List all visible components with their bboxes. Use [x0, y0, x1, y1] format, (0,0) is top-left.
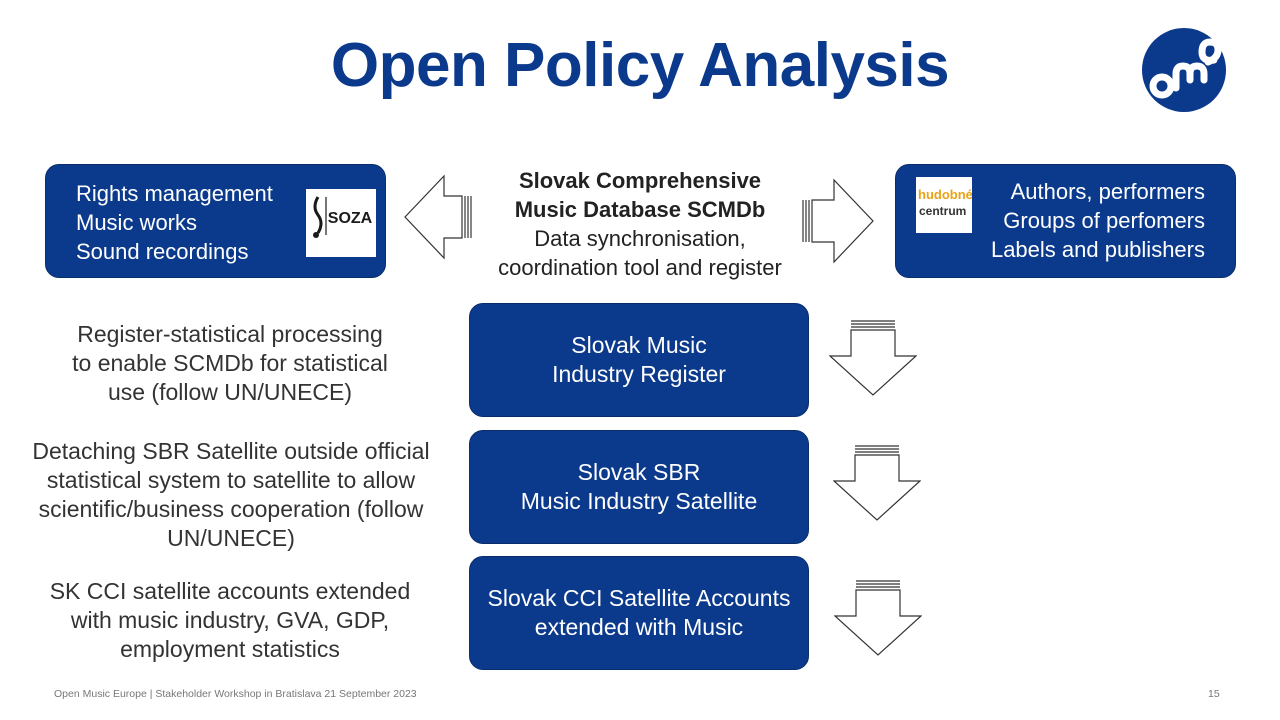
mid-box-line: Music Industry Satellite [520, 488, 758, 514]
footer-text: Open Music Europe | Stakeholder Workshop… [54, 688, 417, 700]
mid-box-line: Slovak Music [571, 332, 707, 358]
scmdb-desc-line3: Data synchronisation, [534, 226, 746, 251]
sbr-satellite-box: Slovak SBR Music Industry Satellite [469, 430, 809, 544]
arrow-left-icon [404, 174, 472, 260]
arrow-down-icon [833, 445, 921, 521]
rights-management-lines: Rights management Music works Sound reco… [76, 179, 273, 266]
soza-logo-text: SOZA [328, 210, 373, 227]
slide-title: Open Policy Analysis [330, 31, 950, 100]
mid-box-line: extended with Music [534, 614, 744, 640]
music-industry-register-box: Slovak Music Industry Register [469, 303, 809, 417]
mid-box-line: Slovak SBR [577, 459, 701, 485]
side-text-line: use (follow UN/UNECE) [107, 379, 353, 405]
side-text-line: UN/UNECE) [167, 525, 295, 551]
ome-logo-icon [1142, 28, 1226, 112]
side-text-line: Register-statistical processing [77, 321, 383, 347]
scmdb-title-line1: Slovak Comprehensive [518, 168, 762, 193]
soza-logo: SOZA [306, 189, 376, 257]
right-box-line: Groups of perfomers [1003, 208, 1205, 233]
cci-satellite-box: Slovak CCI Satellite Accounts extended w… [469, 556, 809, 670]
hc-logo-bottom-text: centrum [919, 204, 966, 218]
side-text-line: statistical system to satellite to allow [46, 467, 416, 493]
page-number: 15 [1208, 688, 1220, 700]
side-text-line: Detaching SBR Satellite outside official [32, 438, 430, 464]
left-box-line: Rights management [76, 181, 273, 206]
rights-management-box: Rights management Music works Sound reco… [45, 164, 386, 278]
scmdb-desc-line4: coordination tool and register [498, 255, 782, 280]
side-text-line: SK CCI satellite accounts extended [49, 578, 411, 604]
side-text-line: to enable SCMDb for statistical [72, 350, 388, 376]
authors-box: hudobné centrum Authors, performers Grou… [895, 164, 1236, 278]
right-box-line: Authors, performers [1010, 179, 1205, 204]
scmdb-description: Slovak Comprehensive Music Database SCMD… [470, 166, 810, 282]
hc-logo-top-text: hudobné [918, 187, 972, 202]
left-box-line: Sound recordings [76, 239, 249, 264]
arrow-right-icon [802, 178, 874, 264]
hudobne-centrum-logo: hudobné centrum [916, 177, 972, 233]
right-box-line: Labels and publishers [990, 237, 1205, 262]
arrow-down-icon [829, 320, 917, 396]
mid-box-line: Slovak CCI Satellite Accounts [487, 585, 791, 611]
scmdb-title-line2: Music Database SCMDb [514, 197, 766, 222]
side-text-register: Register-statistical processing to enabl… [40, 320, 420, 407]
arrow-down-icon [834, 580, 922, 656]
authors-lines: Authors, performers Groups of perfomers … [991, 177, 1205, 264]
side-text-line: scientific/business cooperation (follow [38, 496, 424, 522]
side-text-line: with music industry, GVA, GDP, [70, 607, 390, 633]
left-box-line: Music works [76, 210, 198, 235]
mid-box-line: Industry Register [552, 361, 726, 387]
side-text-cci: SK CCI satellite accounts extended with … [20, 577, 440, 664]
side-text-line: employment statistics [120, 636, 340, 662]
side-text-sbr: Detaching SBR Satellite outside official… [10, 437, 452, 553]
